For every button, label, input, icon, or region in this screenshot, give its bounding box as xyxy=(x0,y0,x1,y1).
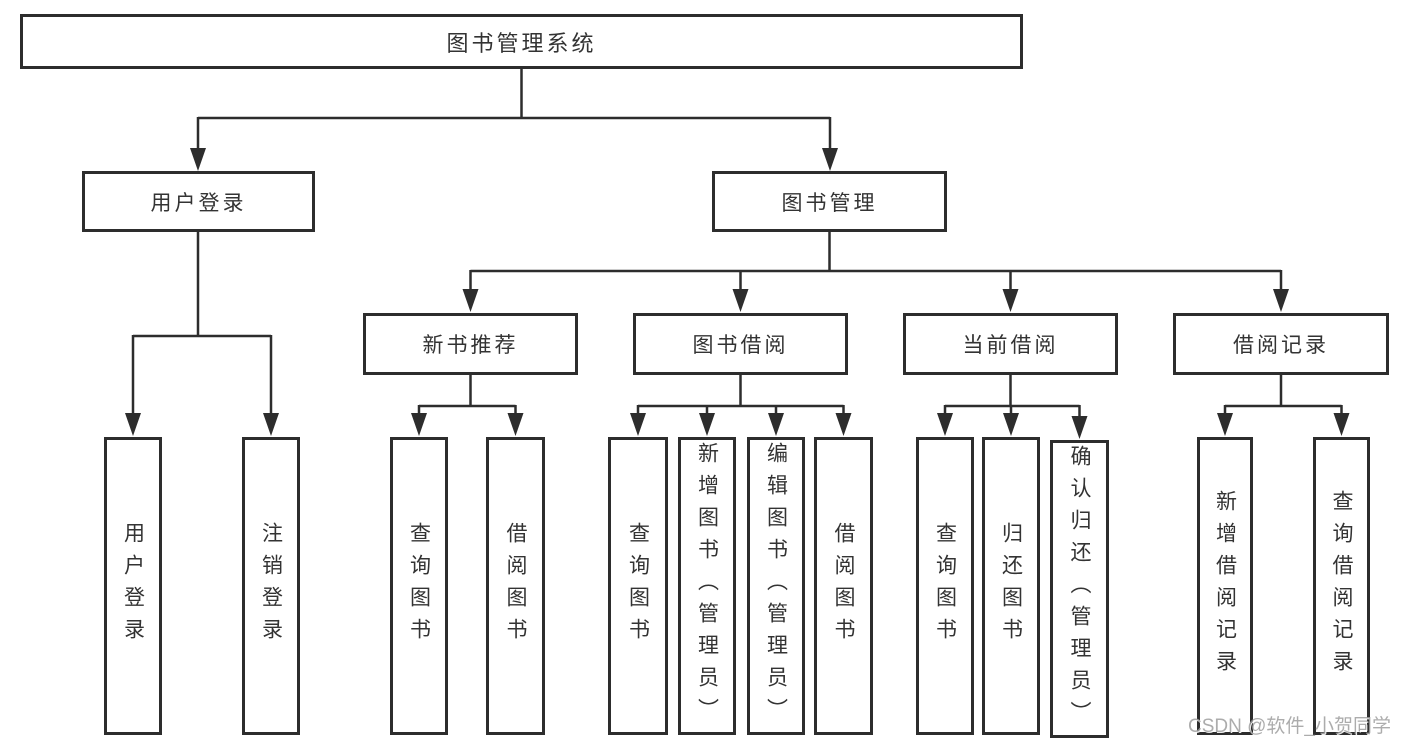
node-label: 借阅图书 xyxy=(832,522,855,650)
connector-root-level2 xyxy=(196,69,832,150)
connector-bookmgmt-level3 xyxy=(469,232,1283,291)
node-label: 借阅图书 xyxy=(504,522,527,650)
node-leaf-query-borrow-record: 查询借阅记录 xyxy=(1313,437,1370,735)
node-leaf-confirm-return-admin: 确认归还（管理员） xyxy=(1050,440,1109,738)
node-leaf-return-books: 归还图书 xyxy=(982,437,1040,735)
node-leaf-borrow-books-1: 借阅图书 xyxy=(486,437,545,735)
node-label: 新增图书（管理员） xyxy=(695,442,719,730)
node-leaf-query-books-3: 查询图书 xyxy=(916,437,974,735)
node-leaf-user-login: 用户登录 xyxy=(104,437,162,735)
node-label: 用户登录 xyxy=(121,522,145,650)
node-leaf-query-books-1: 查询图书 xyxy=(390,437,448,735)
node-leaf-add-books-admin: 新增图书（管理员） xyxy=(678,437,736,735)
node-label: 新增借阅记录 xyxy=(1213,490,1237,682)
node-borrowing-records: 借阅记录 xyxy=(1173,313,1389,375)
node-label: 归还图书 xyxy=(999,522,1023,650)
connector-currentborrow-leaves xyxy=(943,375,1081,418)
node-book-management: 图书管理 xyxy=(712,171,947,232)
node-leaf-edit-books-admin: 编辑图书（管理员） xyxy=(747,437,805,735)
node-label: 确认归还（管理员） xyxy=(1068,445,1091,733)
node-new-book-recommendation: 新书推荐 xyxy=(363,313,578,375)
node-current-borrowing: 当前借阅 xyxy=(903,313,1118,375)
node-leaf-logout: 注销登录 xyxy=(242,437,300,735)
connector-newbookrec-leaves xyxy=(417,375,517,415)
node-book-borrowing: 图书借阅 xyxy=(633,313,848,375)
node-label: 编辑图书（管理员） xyxy=(764,442,788,730)
connector-userlogin-leaves xyxy=(131,232,273,415)
connector-bookborrow-leaves xyxy=(636,375,845,415)
node-leaf-add-borrow-record: 新增借阅记录 xyxy=(1197,437,1253,735)
node-leaf-borrow-books-2: 借阅图书 xyxy=(814,437,873,735)
node-label: 查询图书 xyxy=(933,522,957,650)
node-leaf-query-books-2: 查询图书 xyxy=(608,437,668,735)
csdn-watermark: CSDN @软件_小贺同学 xyxy=(1188,716,1391,737)
node-label: 查询借阅记录 xyxy=(1330,490,1353,682)
node-user-login: 用户登录 xyxy=(82,171,315,232)
node-library-management-system: 图书管理系统 xyxy=(20,14,1023,69)
node-label: 查询图书 xyxy=(407,522,431,650)
connector-borrowrecords-leaves xyxy=(1223,375,1343,415)
node-label: 注销登录 xyxy=(259,522,283,650)
node-label: 查询图书 xyxy=(626,522,650,650)
arrowheads xyxy=(125,148,1350,439)
